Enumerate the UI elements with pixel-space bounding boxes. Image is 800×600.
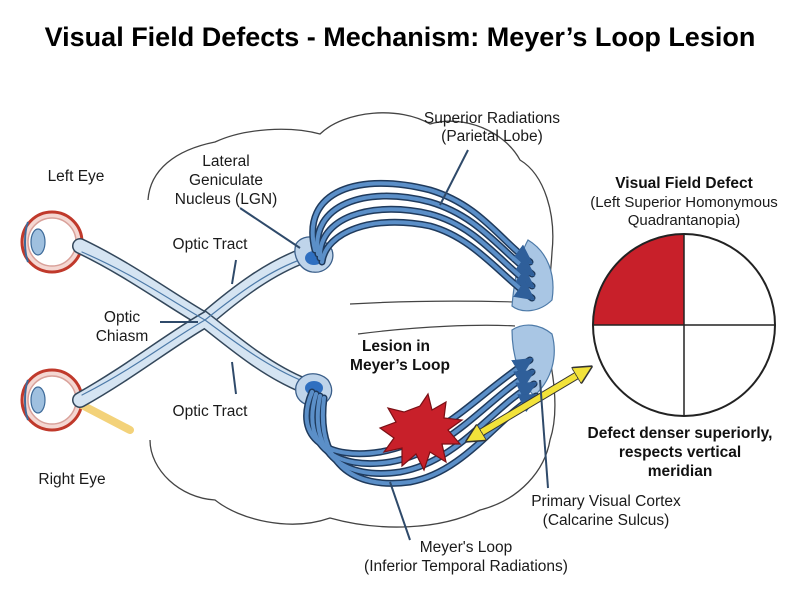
quadrant-upper-left [593, 234, 684, 325]
lgn-label-line-3: Nucleus (LGN) [175, 191, 278, 208]
link-arrow-fill [472, 370, 586, 438]
right-eye [20, 368, 84, 432]
left-eye-label: Left Eye [48, 168, 105, 185]
quadrant-upper-right [684, 234, 775, 325]
lesion-label-line-2: Meyer’s Loop [350, 357, 450, 374]
superior-radiations-label-line-1: Superior Radiations [424, 110, 560, 127]
optic-pathway [72, 238, 313, 408]
defect-note-line-1: Defect denser superiorly, [588, 425, 773, 442]
leader-lines [160, 149, 549, 541]
quadrant-lower-left [593, 325, 684, 416]
primary-visual-cortex-label-line-1: Primary Visual Cortex [531, 493, 681, 510]
right-eye-label: Right Eye [38, 471, 105, 488]
visual-field-chart [592, 233, 776, 417]
superior-radiations-label-line-2: (Parietal Lobe) [441, 128, 543, 145]
quadrant-lower-right [684, 325, 775, 416]
visual-field-defect-title: Visual Field Defect [615, 175, 753, 192]
primary-visual-cortex-label-line-2: (Calcarine Sulcus) [543, 512, 670, 529]
optic-chiasm-label-line-1: Optic [104, 309, 140, 326]
optic-chiasm-label-line-2: Chiasm [96, 328, 149, 345]
diagram-title: Visual Field Defects - Mechanism: Meyer’… [45, 22, 756, 52]
optic-nerve-highlight [76, 400, 134, 434]
lgn-label-line-1: Lateral [202, 153, 249, 170]
left-eye [20, 210, 84, 274]
visual-field-defect-subtitle-line-2: Quadrantanopia) [628, 212, 741, 229]
visual-field-defect-subtitle-line-1: (Left Superior Homonymous [590, 194, 778, 211]
meyers-loop-label-line-1: Meyer's Loop [420, 539, 513, 556]
optic-tract-top-label: Optic Tract [173, 236, 249, 253]
optic-tract-bottom-label: Optic Tract [173, 403, 249, 420]
fissure-line-lower [357, 324, 516, 335]
lesion-label-line-1: Lesion in [362, 338, 430, 355]
defect-note-line-2: respects vertical [619, 444, 741, 461]
lesion-starburst [378, 392, 464, 472]
lgn-label-line-2: Geniculate [189, 172, 263, 189]
fissure-line-upper [349, 300, 516, 305]
defect-note-line-3: meridian [648, 463, 713, 480]
superior-radiations [309, 179, 536, 302]
meyers-loop-label-line-2: (Inferior Temporal Radiations) [364, 558, 568, 575]
